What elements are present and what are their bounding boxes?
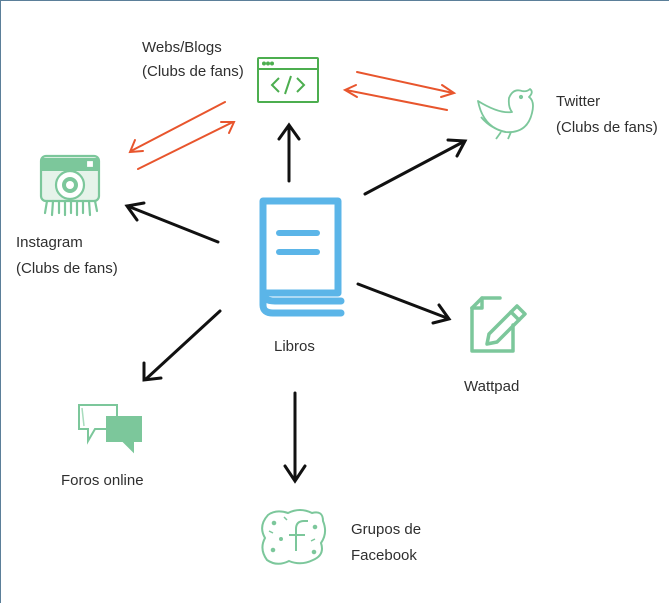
webs-label: Webs/Blogs (Clubs de fans) bbox=[142, 36, 244, 84]
foros-label-line-1: Foros online bbox=[61, 472, 144, 489]
wattpad-label-line-1: Wattpad bbox=[464, 378, 520, 395]
instagram-label: Instagram (Clubs de fans) bbox=[16, 230, 118, 282]
webs-label-line-2: (Clubs de fans) bbox=[142, 63, 244, 80]
exchange-arrow-instagram-webs-bottom bbox=[137, 121, 236, 170]
twitter-label-line-1: Twitter bbox=[556, 93, 601, 110]
twitter-label-line-2: (Clubs de fans) bbox=[556, 119, 658, 136]
arrow-to-twitter bbox=[363, 138, 468, 196]
arrows-from-center bbox=[124, 122, 468, 484]
exchange-arrows bbox=[128, 71, 457, 170]
facebook-label: Grupos de Facebook bbox=[351, 517, 421, 569]
center-label-text: Libros bbox=[274, 338, 315, 355]
twitter-label: Twitter (Clubs de fans) bbox=[556, 89, 658, 141]
bird-icon bbox=[477, 88, 534, 140]
foros-label: Foros online bbox=[61, 468, 144, 494]
webs-label-line-1: Webs/Blogs bbox=[142, 39, 222, 56]
arrow-to-webs bbox=[277, 122, 301, 183]
exchange-arrow-webs-twitter-top bbox=[356, 71, 457, 98]
instagram-label-line-2: (Clubs de fans) bbox=[16, 260, 118, 277]
arrow-to-facebook bbox=[283, 391, 307, 484]
facebook-icon bbox=[261, 509, 327, 565]
instagram-label-line-1: Instagram bbox=[16, 234, 83, 251]
facebook-label-line-2: Facebook bbox=[351, 547, 417, 564]
code-window-icon bbox=[257, 57, 319, 103]
instagram-icon bbox=[39, 154, 101, 217]
exchange-arrow-twitter-webs-bottom bbox=[342, 84, 448, 111]
facebook-label-line-1: Grupos de bbox=[351, 521, 422, 538]
arrow-to-wattpad bbox=[356, 282, 452, 325]
center-label: Libros bbox=[274, 334, 315, 360]
chat-bubbles-icon bbox=[78, 404, 142, 454]
wattpad-label: Wattpad bbox=[464, 374, 519, 400]
edit-page-icon bbox=[470, 296, 527, 353]
exchange-arrow-webs-instagram-top bbox=[128, 101, 226, 154]
book-icon bbox=[259, 197, 345, 317]
arrow-to-foros bbox=[142, 309, 222, 382]
arrow-to-instagram bbox=[124, 201, 220, 244]
